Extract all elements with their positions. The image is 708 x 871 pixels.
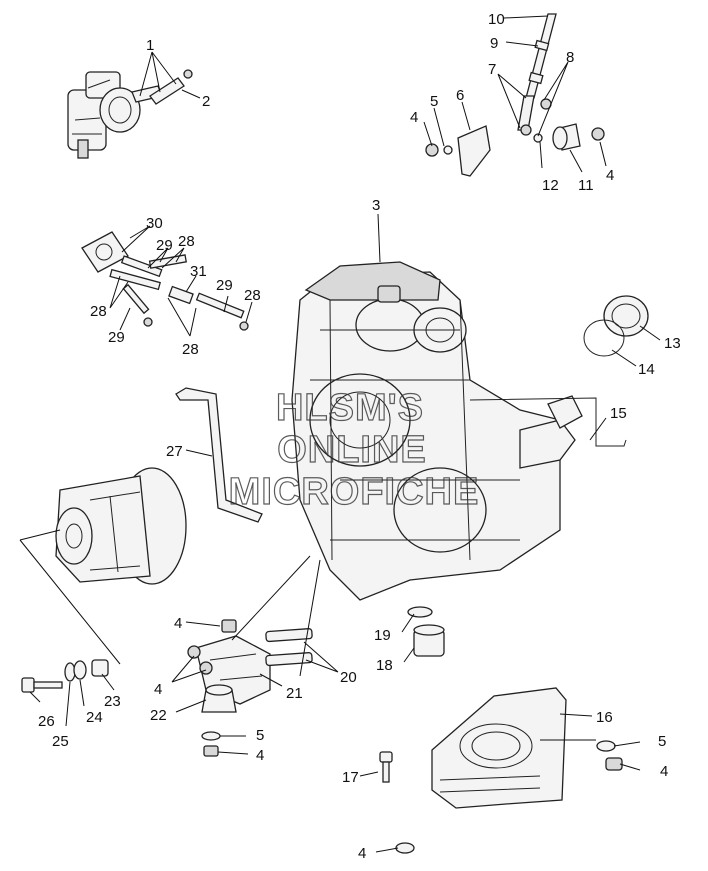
callout-5b: 5 <box>256 727 264 744</box>
callout-14: 14 <box>638 361 655 378</box>
callout-4g: 4 <box>358 845 366 862</box>
watermark-line-3: MICROFICHE <box>229 471 480 513</box>
callout-4a: 4 <box>410 109 418 126</box>
callout-19: 19 <box>374 627 391 644</box>
watermark-line-2: ONLINE <box>277 429 427 471</box>
callout-7: 7 <box>488 61 496 78</box>
callout-21: 21 <box>286 685 303 702</box>
vent-line-27 <box>175 387 263 523</box>
drive-clutch-assembly <box>55 467 187 585</box>
callout-17: 17 <box>342 769 359 786</box>
callout-9: 9 <box>490 35 498 52</box>
callout-4e: 4 <box>256 747 264 764</box>
air-boot-and-clamp <box>583 295 649 357</box>
callout-25: 25 <box>52 733 69 750</box>
callout-6: 6 <box>456 87 464 104</box>
breather-tube-assembly <box>425 13 605 177</box>
motor-mount-assembly <box>187 606 445 757</box>
callout-10: 10 <box>488 11 505 28</box>
rod-part-15 <box>469 397 627 447</box>
callout-16: 16 <box>596 709 613 726</box>
callout-29c: 29 <box>216 277 233 294</box>
watermark-line-1: HLSM'S <box>276 387 424 429</box>
callout-30: 30 <box>146 215 163 232</box>
callout-4c: 4 <box>174 615 182 632</box>
skid-plate-16 <box>379 687 623 854</box>
callout-28d: 28 <box>244 287 261 304</box>
carburetor-assembly <box>67 69 193 159</box>
callout-27: 27 <box>166 443 183 460</box>
leader-lines <box>19 15 661 853</box>
callout-4b: 4 <box>606 167 614 184</box>
callout-28b: 28 <box>90 303 107 320</box>
watermark: HLSM'S ONLINE MICROFICHE <box>228 386 480 513</box>
callout-12: 12 <box>542 177 559 194</box>
callout-29a: 29 <box>156 237 173 254</box>
callout-3: 3 <box>372 197 380 214</box>
engine-assembly <box>291 261 583 601</box>
callout-5c: 5 <box>658 733 666 750</box>
callout-29b: 29 <box>108 329 125 346</box>
callout-11: 11 <box>578 177 594 194</box>
callout-4f: 4 <box>660 763 668 780</box>
callout-4d: 4 <box>154 681 162 698</box>
bolt-and-spacers <box>21 659 109 693</box>
callout-2: 2 <box>202 93 210 110</box>
callout-26: 26 <box>38 713 55 730</box>
callout-1: 1 <box>146 37 154 54</box>
callout-24: 24 <box>86 709 103 726</box>
fuel-pump-assembly <box>81 231 249 331</box>
callout-8: 8 <box>566 49 574 66</box>
callout-13: 13 <box>664 335 681 352</box>
callout-28c: 28 <box>182 341 199 358</box>
callout-labels: 1 2 3 4 4 4 4 4 4 4 5 5 5 6 7 8 9 10 11 … <box>38 11 681 862</box>
callout-18: 18 <box>376 657 393 674</box>
callout-15: 15 <box>610 405 627 422</box>
callout-20: 20 <box>340 669 357 686</box>
callout-22: 22 <box>150 707 167 724</box>
callout-5a: 5 <box>430 93 438 110</box>
callout-23: 23 <box>104 693 121 710</box>
callout-28a: 28 <box>178 233 195 250</box>
callout-31: 31 <box>190 263 207 280</box>
